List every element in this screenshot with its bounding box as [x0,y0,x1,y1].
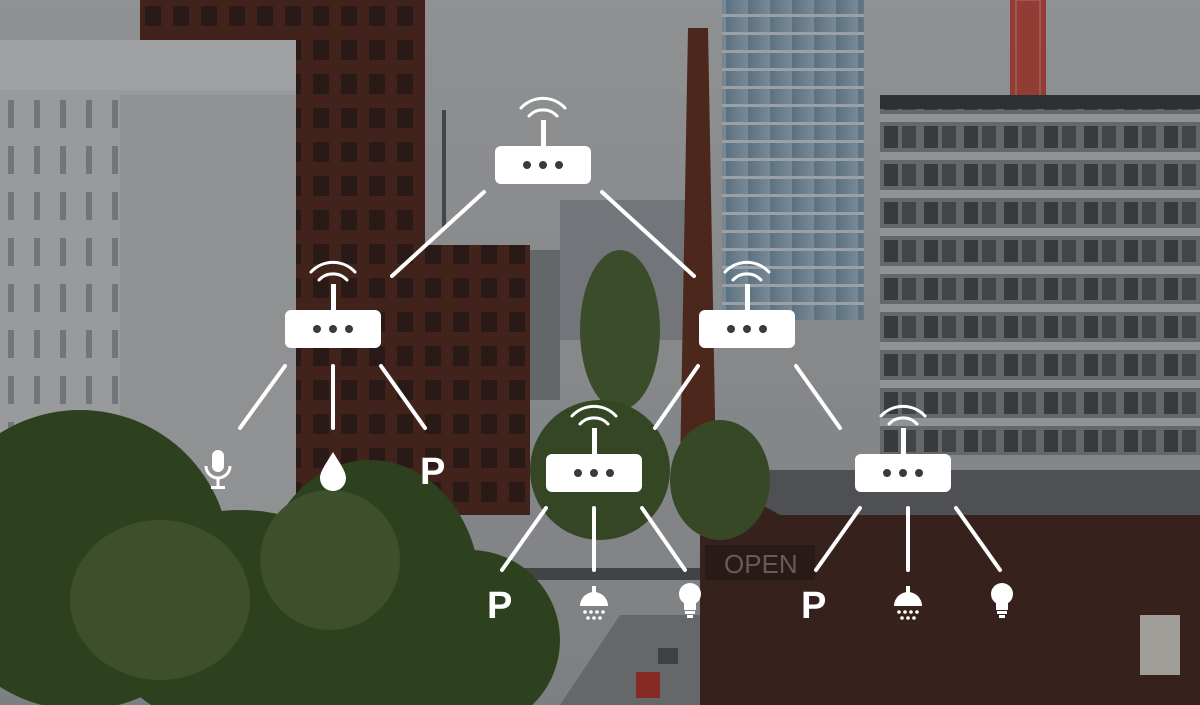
router-left [285,260,381,348]
open-sign: OPEN [724,549,798,579]
shower-icon [580,586,608,620]
parking-icon: P [801,585,826,627]
router-bottom-middle [546,404,642,492]
parking-icon: P [420,451,445,493]
connection-lines [238,190,1002,572]
water-drop-icon [320,452,346,491]
wifi-icon [570,404,618,426]
chimney [680,28,716,470]
wifi-icon [309,260,357,282]
brick-building [425,245,530,515]
microphone-icon [204,450,232,489]
lightbulb-icon [991,583,1013,618]
glass-tower [722,0,864,320]
street [560,615,700,705]
lightbulb-icon [679,583,701,618]
router-bottom-right [855,404,951,492]
parking-icon: P [487,585,512,627]
shower-icon [894,586,922,620]
antenna [442,110,446,230]
wifi-icon [879,404,927,426]
root-router [495,96,591,184]
router-right [699,260,795,348]
construction-building [880,95,1200,455]
wifi-icon [723,260,771,282]
bridge [520,568,700,580]
wifi-icon [519,96,567,118]
